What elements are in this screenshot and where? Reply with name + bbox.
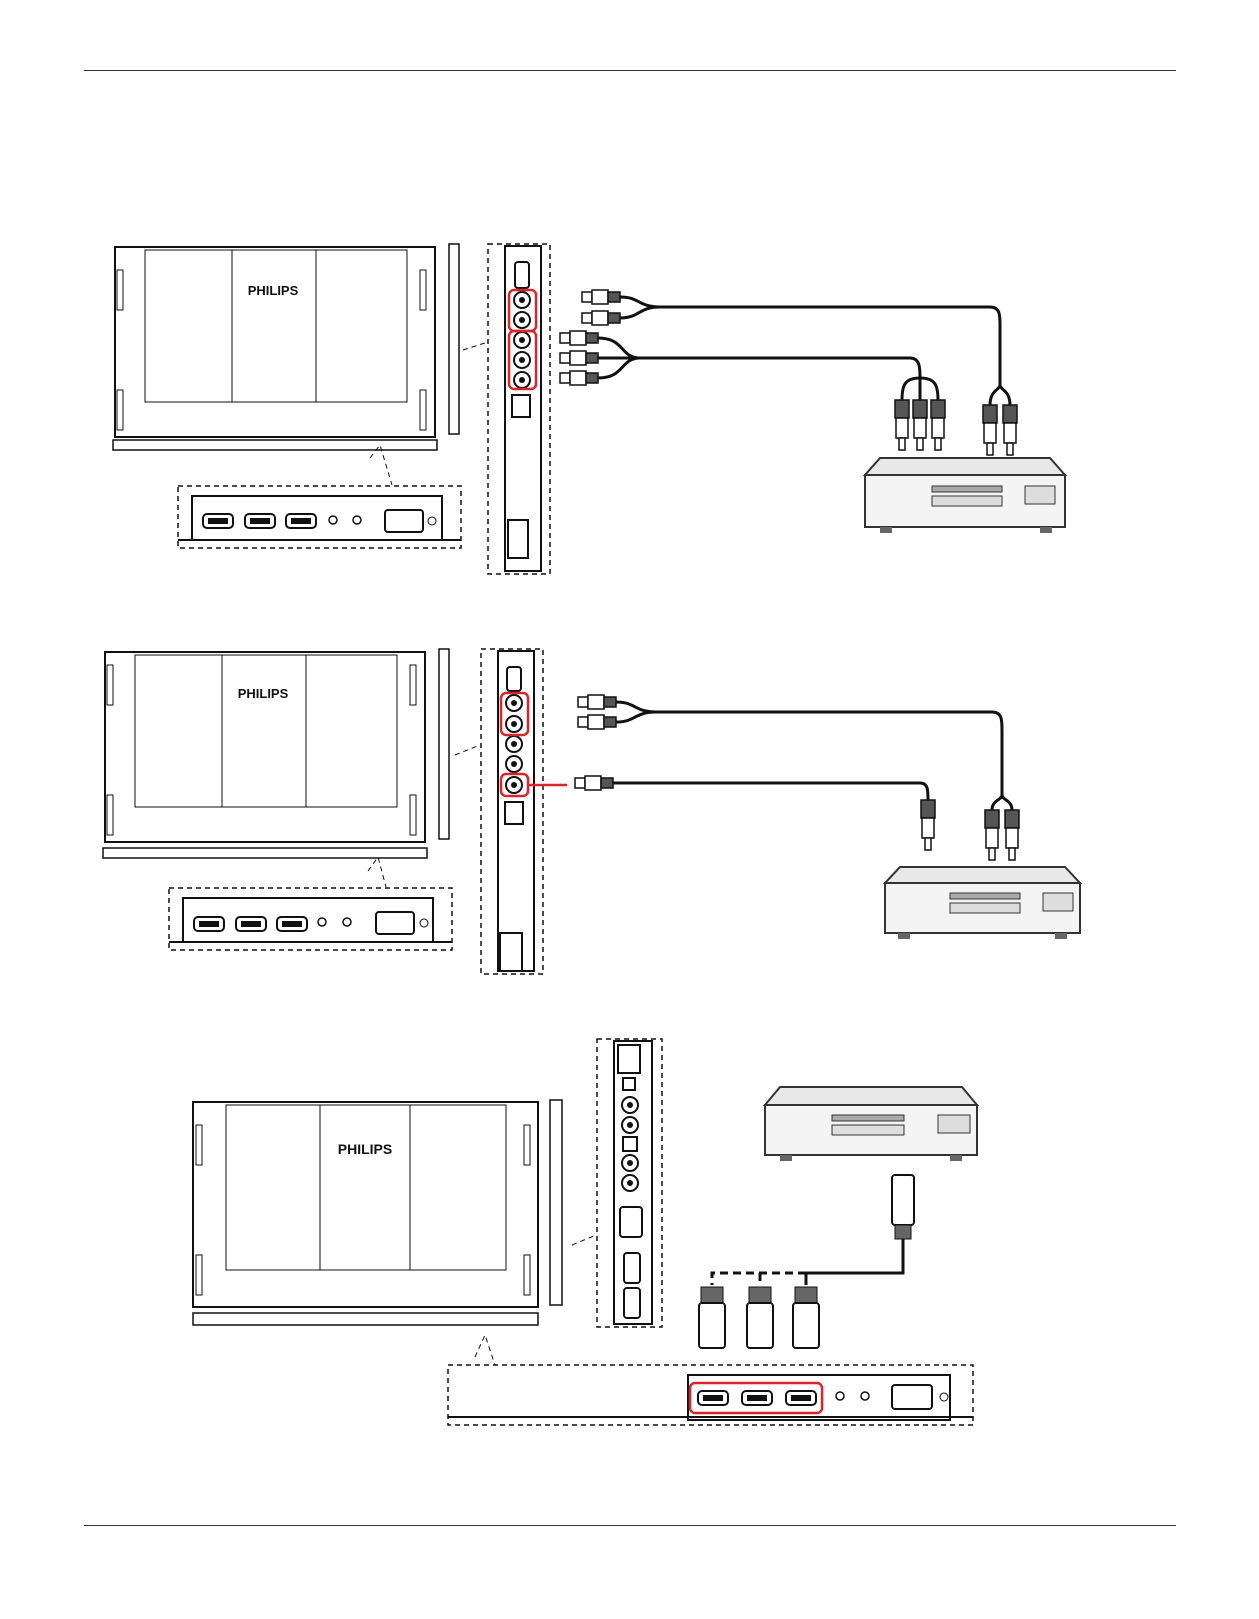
monitor-brand-logo: PHILIPS bbox=[248, 283, 299, 298]
component-connection-diagram: PHILIPS bbox=[0, 240, 1259, 595]
monitor-rear-view: PHILIPS bbox=[103, 649, 449, 858]
monitor-rear-view: PHILIPS bbox=[193, 1100, 562, 1325]
monitor-brand-logo: PHILIPS bbox=[238, 686, 289, 701]
side-port-panel-zoom bbox=[455, 649, 567, 974]
bottom-rule bbox=[84, 1525, 1176, 1526]
hdmi-cable bbox=[699, 1175, 914, 1348]
side-port-panel-zoom bbox=[463, 244, 550, 574]
bottom-port-panel-zoom bbox=[178, 445, 461, 548]
vcr-dvd-player-icon bbox=[885, 867, 1080, 939]
bottom-port-panel-zoom bbox=[169, 857, 452, 950]
top-rule bbox=[84, 70, 1176, 71]
monitor-rear-view: PHILIPS bbox=[113, 244, 459, 450]
component-video-cable bbox=[560, 331, 945, 450]
audio-cable bbox=[582, 290, 1017, 455]
hdmi-connection-diagram: PHILIPS bbox=[0, 1035, 1259, 1475]
vcr-dvd-player-icon bbox=[865, 458, 1065, 533]
vcr-dvd-player-icon bbox=[765, 1087, 977, 1161]
composite-video-cable bbox=[575, 776, 935, 850]
audio-cable bbox=[578, 695, 1019, 860]
monitor-brand-logo: PHILIPS bbox=[338, 1141, 392, 1157]
composite-connection-diagram: PHILIPS bbox=[0, 645, 1259, 980]
side-port-panel-zoom bbox=[572, 1039, 662, 1327]
